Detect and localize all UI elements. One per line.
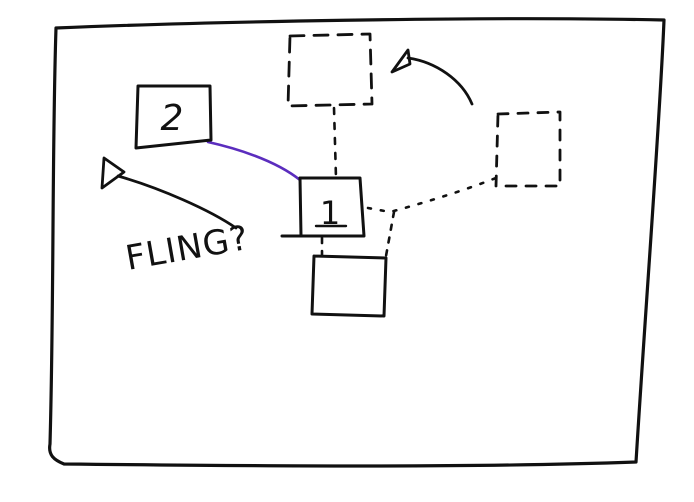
node-box-top xyxy=(286,32,374,108)
node-label-1: 1 xyxy=(320,194,340,232)
dashed-link-diagonal xyxy=(384,210,396,258)
fling-arrow xyxy=(116,174,238,230)
arrow-curve-right xyxy=(406,56,474,106)
node-box-right xyxy=(494,110,562,188)
link-line xyxy=(206,140,302,182)
dashed-link-right xyxy=(366,176,498,214)
node-box-below xyxy=(310,254,388,318)
arrow-head-right xyxy=(390,48,412,74)
fling-annotation: FLING? xyxy=(123,218,252,279)
fling-arrow-head xyxy=(100,156,126,190)
node-box-1: 1 xyxy=(280,176,366,238)
node-box-2: 2 xyxy=(134,84,213,150)
node-label-2: 2 xyxy=(161,98,184,139)
dashed-link-top xyxy=(332,106,338,180)
screen-frame xyxy=(48,17,666,468)
